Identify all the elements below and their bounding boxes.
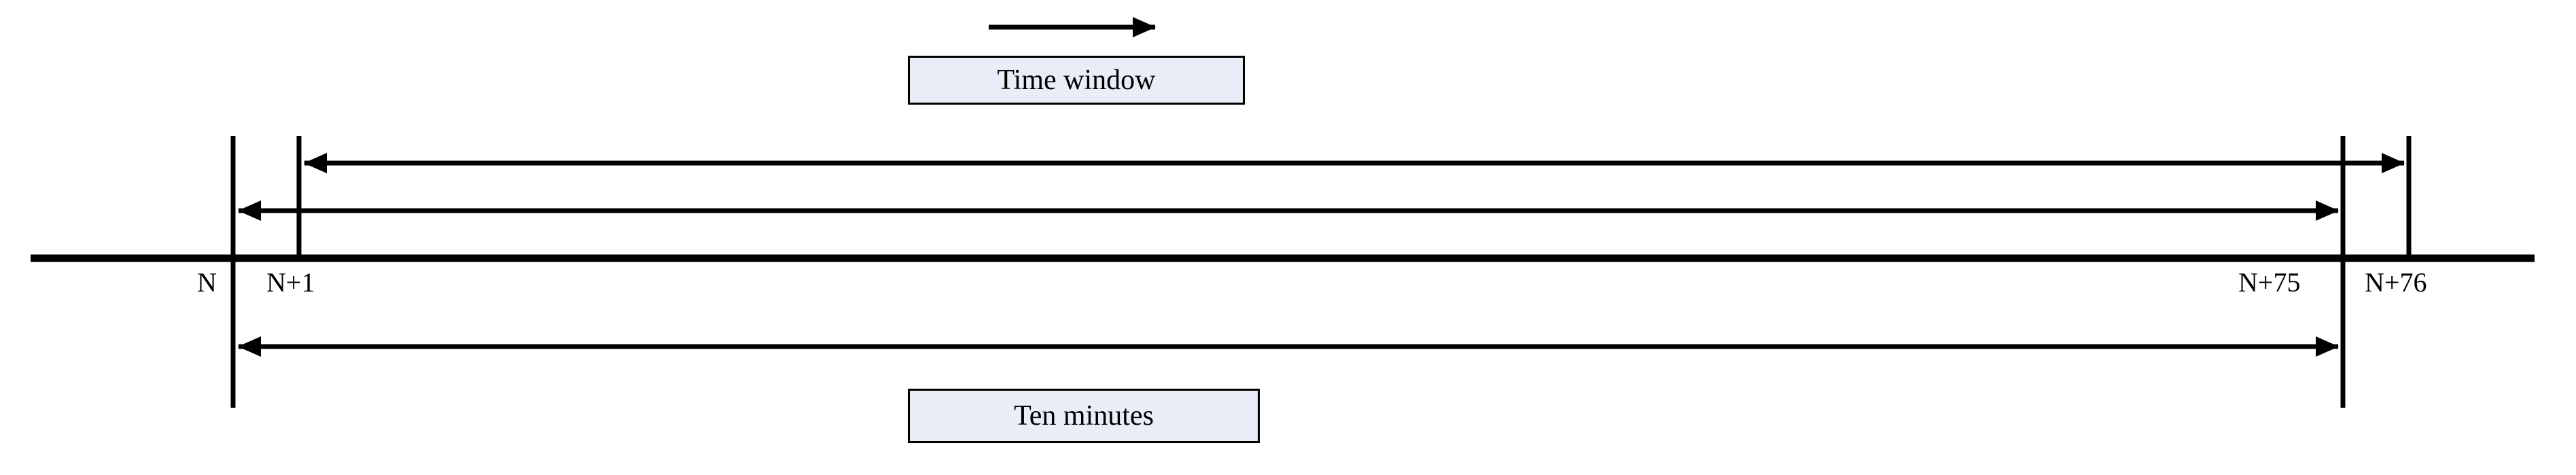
callout-time-window-label: Time window	[997, 65, 1156, 96]
tick-label-n: N	[197, 267, 217, 298]
callout-time-window: Time window	[908, 56, 1245, 105]
tick-label-n-plus-1: N+1	[266, 267, 315, 298]
callout-ten-minutes: Ten minutes	[908, 389, 1260, 443]
callout-ten-minutes-label: Ten minutes	[1014, 400, 1154, 432]
tick-label-n-plus-76: N+76	[2365, 267, 2427, 298]
tick-label-n-plus-75: N+75	[2238, 267, 2301, 298]
